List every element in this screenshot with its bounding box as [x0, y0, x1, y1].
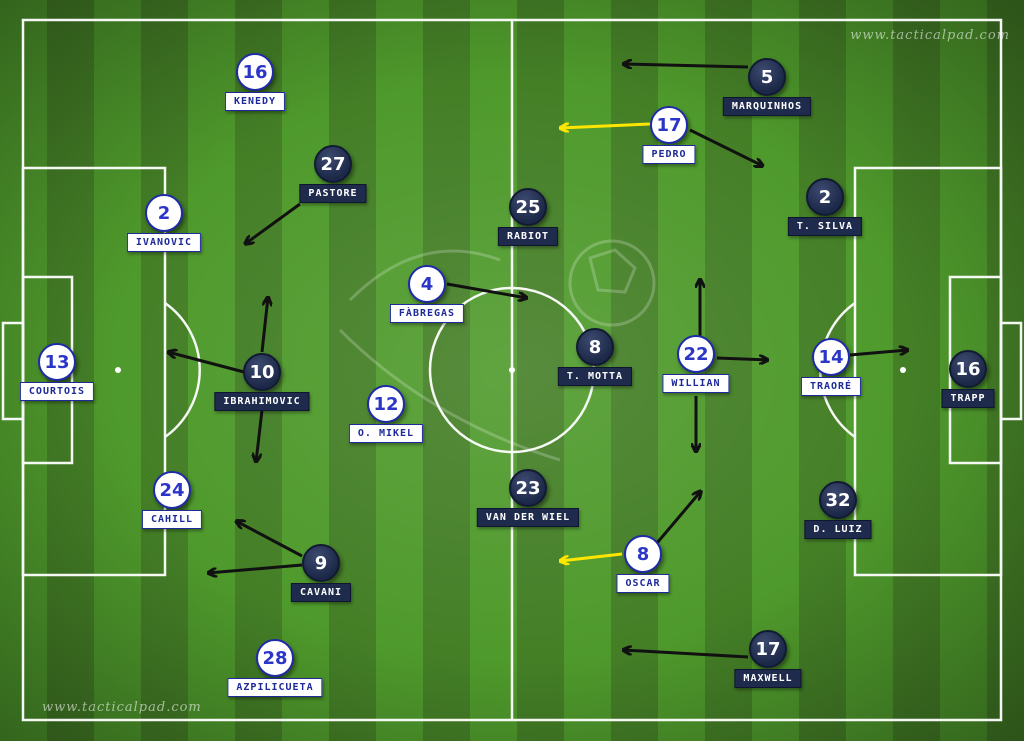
player-number: 24 — [153, 471, 191, 509]
movement-arrow — [560, 552, 623, 561]
player-number: 16 — [949, 350, 987, 388]
player-name: WILLIAN — [662, 374, 730, 393]
player-name: D. LUIZ — [804, 520, 872, 539]
player-name: T. SILVA — [787, 217, 863, 236]
player-number: 9 — [302, 544, 340, 582]
movement-arrow — [256, 409, 264, 462]
player-name: PEDRO — [642, 145, 696, 164]
movement-arrow — [245, 202, 301, 244]
player-name: KENEDY — [224, 92, 286, 111]
player-name: PASTORE — [299, 184, 367, 203]
movement-arrow — [655, 491, 701, 544]
movement-arrow — [689, 128, 763, 166]
player-number: 27 — [314, 145, 352, 183]
player-name: MARQUINHOS — [722, 97, 812, 116]
player-number: 4 — [408, 265, 446, 303]
player-name: CAVANI — [290, 583, 352, 602]
movement-arrow — [849, 350, 908, 357]
player-name: VAN DER WIEL — [476, 508, 580, 527]
player-name: CAHILL — [141, 510, 203, 529]
player-name: O. MIKEL — [348, 424, 424, 443]
movement-arrow — [260, 297, 268, 353]
player-number: 16 — [236, 53, 274, 91]
player-number: 28 — [256, 639, 294, 677]
movement-arrow — [623, 64, 749, 67]
player-number: 12 — [367, 385, 405, 423]
movement-arrow — [236, 521, 303, 558]
player-name: FÀBREGAS — [389, 304, 465, 323]
player-name: T. MOTTA — [557, 367, 633, 386]
player-number: 23 — [509, 469, 547, 507]
movement-arrow — [623, 650, 749, 659]
player-number: 8 — [624, 535, 662, 573]
watermark-bottom: www.tacticalpad.com — [42, 700, 202, 715]
player-number: 13 — [38, 343, 76, 381]
movement-arrow — [446, 282, 527, 298]
player-number: 25 — [509, 188, 547, 226]
player-name: TRAORÉ — [800, 377, 862, 396]
player-number: 14 — [812, 338, 850, 376]
player-number: 8 — [576, 328, 614, 366]
player-number: 32 — [819, 481, 857, 519]
movement-arrow — [168, 352, 245, 374]
player-name: AZPILICUETA — [227, 678, 323, 697]
player-number: 17 — [650, 106, 688, 144]
player-number: 10 — [243, 353, 281, 391]
player-name: OSCAR — [616, 574, 670, 593]
player-name: IVANOVIC — [126, 233, 202, 252]
movement-arrow — [560, 122, 651, 128]
ball-logo-icon — [338, 239, 656, 462]
watermark-top: www.tacticalpad.com — [850, 28, 1010, 43]
player-name: RABIOT — [497, 227, 559, 246]
player-name: COURTOIS — [19, 382, 95, 401]
player-number: 22 — [677, 335, 715, 373]
player-number: 2 — [145, 194, 183, 232]
player-number: 2 — [806, 178, 844, 216]
movement-arrow — [716, 358, 768, 360]
player-number: 17 — [749, 630, 787, 668]
movement-arrow — [208, 563, 303, 573]
player-name: IBRAHIMOVIC — [214, 392, 310, 411]
player-number: 5 — [748, 58, 786, 96]
player-name: TRAPP — [941, 389, 995, 408]
player-name: MAXWELL — [734, 669, 802, 688]
